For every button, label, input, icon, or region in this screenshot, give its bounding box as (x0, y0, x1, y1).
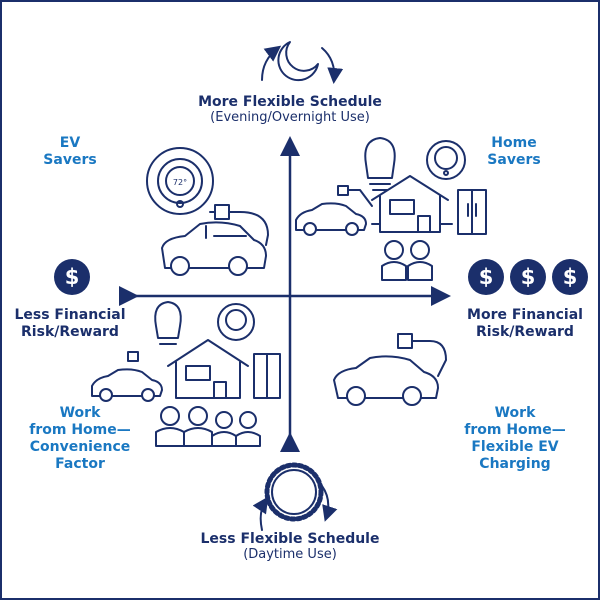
thermostat-icon (217, 303, 255, 341)
label-line: Work (59, 405, 101, 421)
label-line: Convenience (29, 439, 131, 455)
quadrant-label-convenience: Work from Home— Convenience Factor (20, 405, 140, 473)
label-line: from Home— (29, 422, 131, 438)
axis-label-more-flexible: More Flexible Schedule (198, 94, 382, 110)
label-line: Factor (55, 456, 105, 472)
quadrant-label-home-savers: Home Savers (474, 135, 554, 169)
label-line: Savers (487, 152, 541, 168)
dollar-icon: $ (510, 259, 546, 295)
moon-icon (261, 41, 344, 84)
sun-icon (252, 462, 338, 531)
lightbulb-icon (364, 137, 396, 191)
thermostat-icon (426, 140, 466, 180)
label-line: Less Financial (14, 307, 126, 323)
ev-car-icon (333, 333, 447, 406)
svg-text:72°: 72° (173, 178, 187, 187)
family-icon (155, 406, 261, 447)
label-line: Work (494, 405, 536, 421)
quadrant-label-flexible-ev: Work from Home— Flexible EV Charging (455, 405, 575, 473)
axis-label-less-flexible: Less Flexible Schedule (200, 531, 380, 547)
label-line: Savers (43, 152, 97, 168)
axis-sublabel-evening: (Evening/Overnight Use) (210, 110, 370, 125)
label-line: Flexible EV (471, 439, 559, 455)
dollar-icon: $ (54, 259, 90, 295)
ev-car-icon (161, 204, 269, 276)
house-icon (167, 339, 249, 399)
lightbulb-icon (154, 301, 182, 345)
label-line: Risk/Reward (476, 324, 574, 340)
thermostat-icon: 72° (146, 147, 214, 215)
dollar-icon: $ (552, 259, 588, 295)
label-line: EV (59, 135, 81, 151)
label-line: Risk/Reward (21, 324, 119, 340)
label-line: Charging (479, 456, 551, 472)
label-line: More Financial (467, 307, 583, 323)
ev-car-icon (91, 351, 163, 402)
axis-sublabel-daytime: (Daytime Use) (243, 547, 337, 562)
house-icon (371, 175, 453, 233)
quadrant-label-ev-savers: EV Savers (30, 135, 110, 169)
ev-car-icon (295, 185, 373, 236)
axis-label-more-financial: More Financial Risk/Reward (460, 307, 590, 341)
people-icon (381, 240, 433, 281)
dollar-icon: $ (468, 259, 504, 295)
label-line: Home (491, 135, 537, 151)
refrigerator-icon (253, 353, 281, 399)
refrigerator-icon (457, 189, 487, 235)
axis-label-less-financial: Less Financial Risk/Reward (10, 307, 130, 341)
label-line: from Home— (464, 422, 566, 438)
